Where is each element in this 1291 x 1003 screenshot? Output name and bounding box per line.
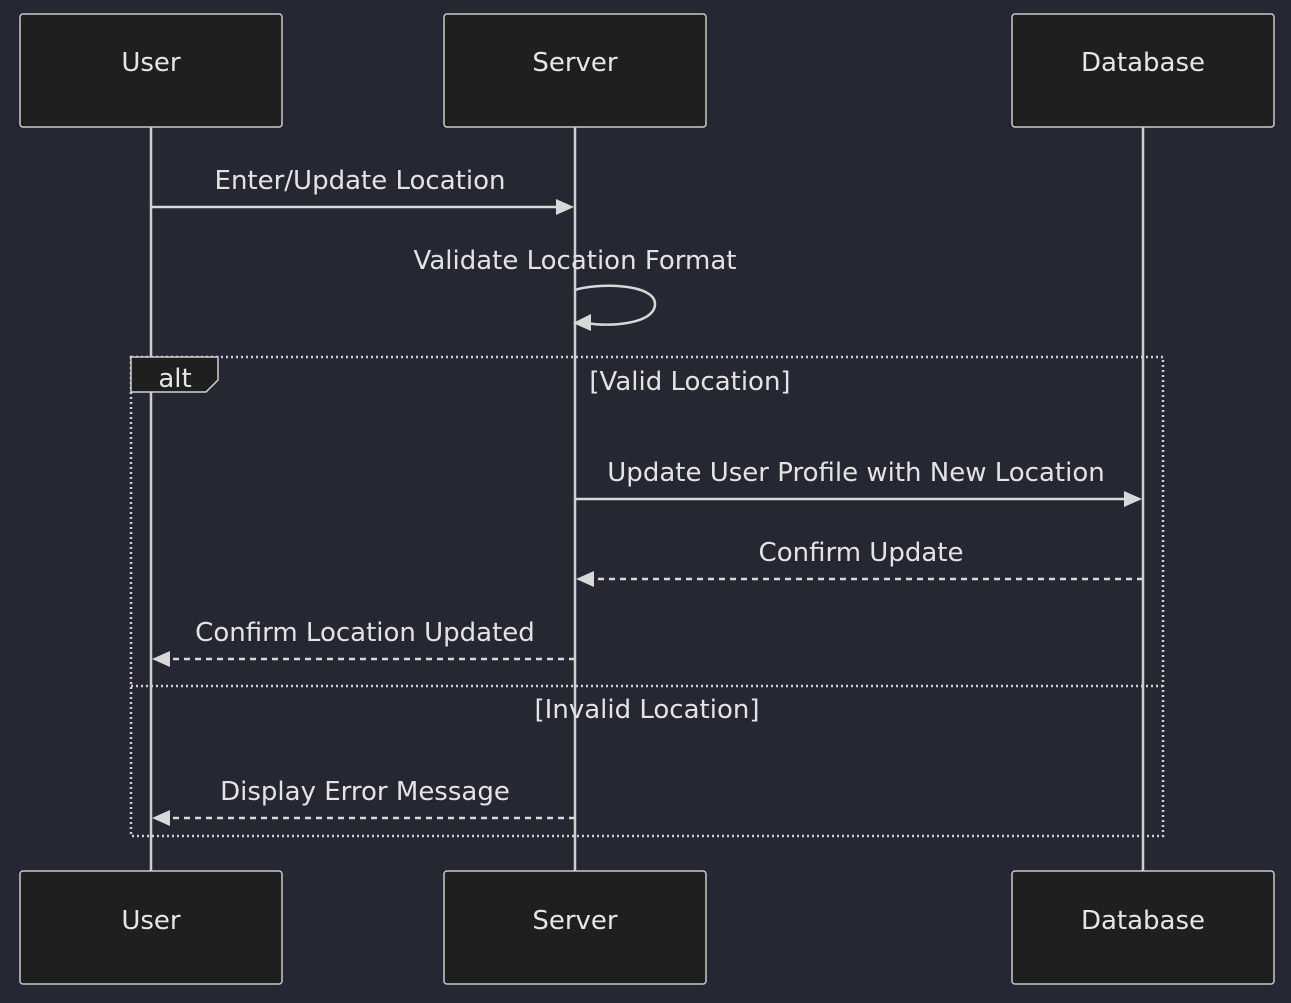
alt-frame-border <box>129 355 1165 838</box>
message-label: Update User Profile with New Location <box>607 458 1104 488</box>
message-update-user-profile: Update User Profile with New Location <box>575 458 1142 507</box>
message-label: Enter/Update Location <box>215 166 506 196</box>
actor-server-top-label: Server <box>532 48 618 78</box>
arrowhead <box>152 651 170 667</box>
message-label: Confirm Location Updated <box>195 618 535 648</box>
alt-condition-valid: [Valid Location] <box>589 367 790 397</box>
actor-database-top: Database <box>1011 13 1275 128</box>
alt-frame: alt [Valid Location] [Invalid Location] <box>129 355 1165 838</box>
actor-user-top-label: User <box>121 48 181 78</box>
actor-database-top-label: Database <box>1081 48 1205 78</box>
actor-user-bottom: User <box>19 870 283 985</box>
arrowhead <box>1124 491 1142 507</box>
actor-user-bottom-label: User <box>121 906 181 936</box>
message-label: Display Error Message <box>220 777 510 807</box>
actor-database-bottom-label: Database <box>1081 906 1205 936</box>
message-validate-location-format: Validate Location Format <box>414 246 737 331</box>
alt-frame-tab <box>130 356 219 393</box>
message-label: Confirm Update <box>759 538 964 568</box>
message-label: Validate Location Format <box>414 246 737 276</box>
actor-server-top: Server <box>443 13 707 128</box>
arrowhead <box>576 571 594 587</box>
actor-user-top: User <box>19 13 283 128</box>
actor-server-bottom: Server <box>443 870 707 985</box>
message-confirm-location-updated: Confirm Location Updated <box>152 618 575 667</box>
message-display-error: Display Error Message <box>152 777 575 826</box>
actor-server-bottom-label: Server <box>532 906 618 936</box>
actor-database-bottom: Database <box>1011 870 1275 985</box>
message-enter-update-location: Enter/Update Location <box>151 166 574 215</box>
arrowhead <box>573 314 591 331</box>
alt-condition-invalid: [Invalid Location] <box>535 695 760 725</box>
message-confirm-update: Confirm Update <box>576 538 1143 587</box>
arrowhead <box>556 199 574 215</box>
arrowhead <box>152 810 170 826</box>
alt-keyword: alt <box>158 364 191 394</box>
